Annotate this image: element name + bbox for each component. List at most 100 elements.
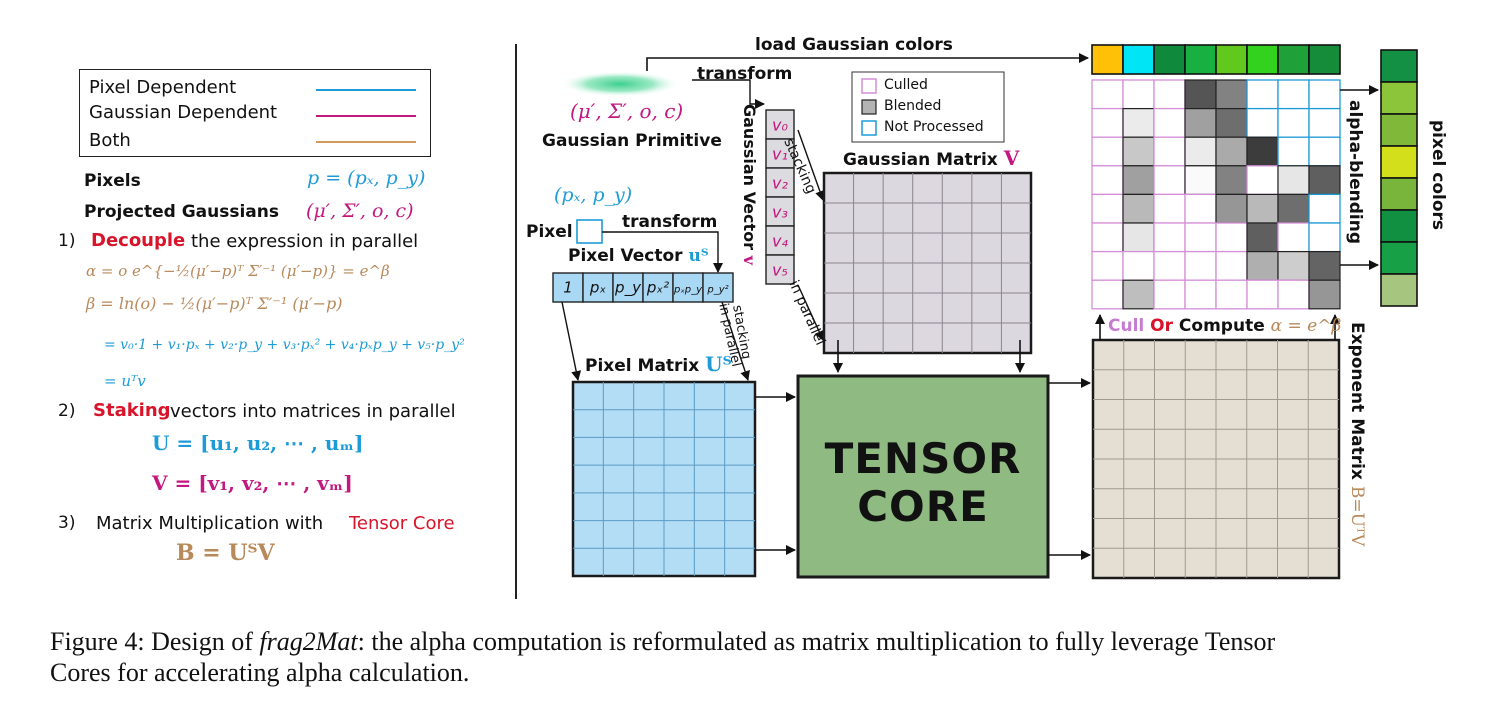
blend-cell <box>1122 136 1155 167</box>
pixel-color-cell <box>1380 49 1418 83</box>
pixels-label: Pixels <box>84 171 141 191</box>
gaussian-vector-text: Gaussian Vector <box>740 104 759 250</box>
blend-cell <box>1215 250 1248 281</box>
blend-cell <box>1091 193 1124 224</box>
transform-gaussian-arrow <box>692 79 765 109</box>
stacking-arrow-bottom <box>797 284 824 341</box>
blend-cell <box>1153 222 1186 253</box>
blend-cell <box>1277 251 1310 281</box>
blend-cell <box>1308 279 1341 310</box>
blend-cell <box>1215 193 1248 224</box>
blend-cell <box>1122 279 1155 310</box>
transform-pixel-arrow <box>602 231 723 273</box>
blend-cell <box>1215 165 1248 196</box>
blend-cell <box>1184 165 1217 196</box>
status-notprocessed-swatch <box>861 120 877 136</box>
blend-cell <box>1277 136 1310 167</box>
pixel-vector-entry: p_y² <box>706 285 728 296</box>
legend-pixel-dependent: Pixel Dependent <box>89 77 237 98</box>
load-colors-label: load Gaussian colors <box>755 35 953 55</box>
tensor-core-line1: TENSOR <box>824 434 1022 483</box>
gaussian-matrix-label: Gaussian Matrix V <box>843 146 1019 170</box>
gaussian-matrix-text: Gaussian Matrix <box>843 150 998 170</box>
gaussian-matrix <box>822 171 1033 355</box>
blend-cell <box>1153 165 1186 196</box>
pixel-color-cell <box>1380 209 1418 243</box>
gaussian-vector-entry: v₄ <box>772 232 788 251</box>
blend-cell <box>1215 107 1248 138</box>
exponent-matrix-text: Exponent Matrix <box>1347 322 1367 480</box>
legend-line-gaussian <box>316 115 416 117</box>
caption-line2: Cores for accelerating alpha calculation… <box>50 658 470 687</box>
blend-cell <box>1308 193 1341 224</box>
pixel-vector-entry: pₓ <box>589 279 607 297</box>
blend-cell <box>1122 107 1155 138</box>
blend-cell <box>1153 250 1186 281</box>
caption-prefix: Figure 4: Design of <box>50 627 260 656</box>
step2-keyword: Staking <box>93 400 171 421</box>
blend-cell <box>1246 165 1279 196</box>
blend-cell <box>1277 193 1310 224</box>
projected-formula: (μ′, Σ′, o, c) <box>306 200 414 222</box>
blend-cell <box>1122 250 1155 281</box>
status-blended-label: Blended <box>884 98 942 114</box>
step3-number: 3) <box>58 513 76 533</box>
panel-divider <box>515 44 517 599</box>
blend-cell <box>1091 136 1124 167</box>
blend-cell <box>1215 222 1248 253</box>
equation-B: B = UᵀV <box>176 540 275 566</box>
load-colors-arrow <box>646 53 1089 71</box>
blend-cell <box>1308 136 1341 167</box>
gaussian-vector-cell <box>765 109 795 140</box>
blend-cell <box>1091 165 1124 196</box>
gaussian-color-cell <box>1308 44 1341 75</box>
gaussian-vector-cell <box>765 254 795 285</box>
blend-cell <box>1091 79 1124 110</box>
step2-text: vectors into matrices in parallel <box>170 401 456 422</box>
stacking-arrow-top <box>797 129 825 201</box>
blend-cell <box>1246 193 1279 224</box>
pixel-colors-label: pixel colors <box>1428 120 1448 231</box>
legend-line-pixel <box>316 89 416 91</box>
blend-cell <box>1153 79 1186 110</box>
pixels-formula: p = (pₓ, p_y) <box>307 167 426 189</box>
exponent-matrix <box>1091 338 1341 580</box>
blend-cell <box>1184 79 1217 110</box>
or-text: Or <box>1150 316 1173 336</box>
equation-sum: = v₀·1 + v₁·pₓ + v₂·p_y + v₃·pₓ² + v₄·pₓ… <box>104 337 465 353</box>
projected-label: Projected Gaussians <box>84 202 279 222</box>
legend-box <box>79 69 431 157</box>
gaussian-color-cell <box>1184 44 1217 75</box>
equation-beta: β = ln(o) − ½(μ′−p)ᵀ Σ′⁻¹ (μ′−p) <box>86 294 343 313</box>
pixel-vector-entry: p_y <box>614 279 642 298</box>
transform-pixel-label: transform <box>622 212 718 232</box>
blend-cell <box>1277 279 1310 310</box>
blend-cell <box>1308 79 1341 110</box>
gaussian-vector-symbol: v <box>740 255 759 265</box>
blend-cell <box>1246 107 1279 138</box>
blend-cell <box>1153 107 1186 138</box>
equation-uv: = uᵀv <box>104 372 146 390</box>
tensor-core <box>796 374 1050 579</box>
blend-cell <box>1122 193 1155 224</box>
pixel-color-cell <box>1380 113 1418 147</box>
gaussian-color-cell <box>1122 44 1155 75</box>
equation-alpha: α = o e^{−½(μ′−p)ᵀ Σ′⁻¹ (μ′−p)} = e^β <box>86 262 390 280</box>
blend-cell <box>1215 136 1248 167</box>
gaussian-color-cell <box>1215 44 1248 75</box>
gaussian-primitive-label: Gaussian Primitive <box>542 131 722 151</box>
pixel-matrix-text: Pixel Matrix <box>585 356 700 376</box>
alpha-blending-label: alpha-blending <box>1345 100 1365 244</box>
gaussian-vector-entry: v₁ <box>772 145 788 164</box>
blend-cell <box>1308 251 1341 281</box>
exponent-matrix-label: Exponent Matrix B=UᵀV <box>1347 322 1367 546</box>
gaussian-color-cell <box>1277 44 1310 75</box>
blend-cell <box>1184 250 1217 281</box>
status-notprocessed-label: Not Processed <box>884 119 984 135</box>
pixel-color-strip <box>1380 49 1418 307</box>
gaussian-color-cell <box>1153 44 1186 75</box>
step3-keyword: Tensor Core <box>349 513 455 534</box>
gaussian-vector-entry: v₃ <box>772 203 788 222</box>
blend-cell <box>1277 107 1310 138</box>
